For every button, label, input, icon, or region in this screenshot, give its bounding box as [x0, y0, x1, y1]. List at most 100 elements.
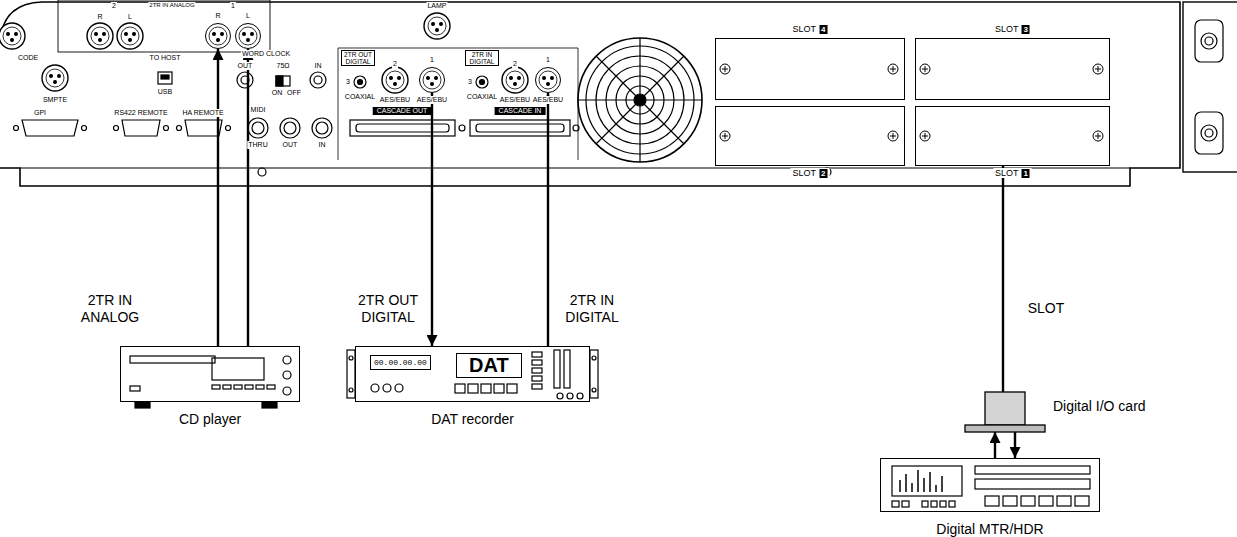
small-connectors	[310, 72, 326, 88]
panel-label: 2TR IN ANALOG	[148, 2, 195, 9]
panel-outline	[1205, 129, 1213, 137]
xlr-connectors	[423, 71, 441, 89]
display-text: 00.00.00.00	[370, 355, 431, 370]
cd-player-details	[256, 385, 264, 389]
panel-outline	[258, 168, 266, 176]
dat-recorder-details	[577, 393, 583, 399]
mtr-details	[902, 501, 909, 507]
panel-outline	[1195, 112, 1223, 154]
small-connectors	[226, 126, 231, 131]
small-connectors	[161, 75, 169, 79]
slot-label-group: SLOT4	[791, 24, 830, 34]
panel-outline	[1195, 20, 1223, 62]
small-connectors	[358, 80, 363, 85]
panel-outline	[0, 0, 1237, 186]
panel-label: COAXIAL	[344, 93, 376, 101]
mtr-details	[1075, 496, 1089, 506]
small-connectors	[22, 120, 78, 136]
small-connectors	[177, 126, 182, 131]
small-connectors	[284, 122, 296, 134]
panel-label: AES/EBU	[416, 96, 448, 104]
xlr-connectors	[502, 67, 528, 93]
panel-label: USB	[157, 88, 173, 96]
xlr-connectors	[539, 71, 557, 89]
xlr-jack: R	[205, 23, 231, 49]
signal-label: SLOT	[1014, 300, 1078, 317]
small-connectors	[312, 118, 332, 138]
mtr-details	[1039, 496, 1053, 506]
cd-player-details	[135, 402, 150, 408]
panel-label: THRU	[247, 141, 268, 149]
dat-recorder-details	[554, 350, 560, 388]
io-card: Digital I/O card	[965, 392, 1045, 432]
panel-outline	[20, 167, 1130, 168]
panel-label: TO HOST	[149, 54, 182, 62]
device-caption: Digital I/O card	[1053, 398, 1146, 414]
panel-outline	[1201, 125, 1217, 141]
dat-recorder-details	[532, 384, 542, 389]
small-connectors	[237, 72, 253, 88]
small-connectors	[316, 122, 328, 134]
signal-arrow	[247, 49, 249, 346]
xlr-connectors	[239, 27, 257, 45]
xlr-connectors	[424, 13, 450, 39]
slot-cover: SLOT4	[715, 38, 905, 100]
cd-player-details	[283, 387, 291, 395]
cd-player-details	[212, 358, 264, 380]
device-box: CD player	[120, 346, 300, 402]
panel-label: CASCADE OUT	[373, 107, 432, 115]
cd-player-details	[245, 385, 253, 389]
jack-label: 1	[429, 56, 435, 64]
xlr-connectors	[42, 65, 68, 91]
signal-label: 2TR IN ANALOG	[78, 292, 142, 326]
panel-label: R	[96, 13, 103, 21]
panel-label: IN	[318, 141, 327, 149]
panel-label: RS422 REMOTE	[113, 109, 168, 117]
dat-recorder-details	[592, 356, 596, 360]
display-text: DAT	[456, 353, 522, 378]
dat-recorder-details	[494, 384, 504, 393]
slot-label-group: SLOT3	[993, 24, 1032, 34]
cd-player-details	[130, 356, 291, 408]
slot-cover: SLOT3	[915, 38, 1110, 100]
xlr-connectors	[0, 23, 25, 49]
small-connectors	[476, 124, 564, 132]
panel-label: 2TR OUT DIGITAL	[341, 50, 375, 66]
panel-label: 2	[512, 60, 518, 68]
slot-label: 3	[1022, 25, 1030, 34]
panel-label: OFF	[286, 89, 302, 97]
small-connectors	[573, 125, 579, 131]
panel-label: 3	[345, 78, 351, 86]
dat-recorder-details	[347, 350, 598, 399]
signal-arrow	[1014, 432, 1016, 458]
small-connectors	[185, 120, 222, 136]
dat-recorder-details	[468, 384, 478, 393]
signal-arrow	[1002, 166, 1004, 392]
mtr-details	[1003, 496, 1017, 506]
panel-label: MIDI	[250, 106, 267, 114]
jack-label: 1	[545, 56, 551, 64]
slot-label: 1	[1022, 169, 1030, 178]
panel-label: IN	[314, 62, 323, 70]
panel-outline	[338, 48, 578, 160]
panel-label: LAMP	[426, 2, 447, 10]
small-connectors	[122, 120, 160, 136]
panel-outline	[0, 2, 1180, 186]
panel-label: COAXIAL	[466, 93, 498, 101]
slot-screws	[1093, 131, 1103, 141]
cd-player-details	[130, 386, 140, 391]
mtr-details	[892, 501, 899, 507]
panel-label: 2	[392, 60, 398, 68]
xlr-connectors	[0, 13, 557, 93]
cd-player-details	[212, 385, 220, 389]
cooling-fan	[578, 38, 702, 162]
dat-recorder-details	[590, 350, 598, 398]
signal-label: 2TR OUT DIGITAL	[356, 292, 420, 326]
device-box: 00.00.00.00DATDAT recorder	[355, 346, 590, 402]
slot-label: 4	[819, 25, 827, 34]
signal-arrow	[994, 432, 996, 458]
small-connectors	[14, 72, 580, 138]
slot-screws	[720, 131, 730, 141]
